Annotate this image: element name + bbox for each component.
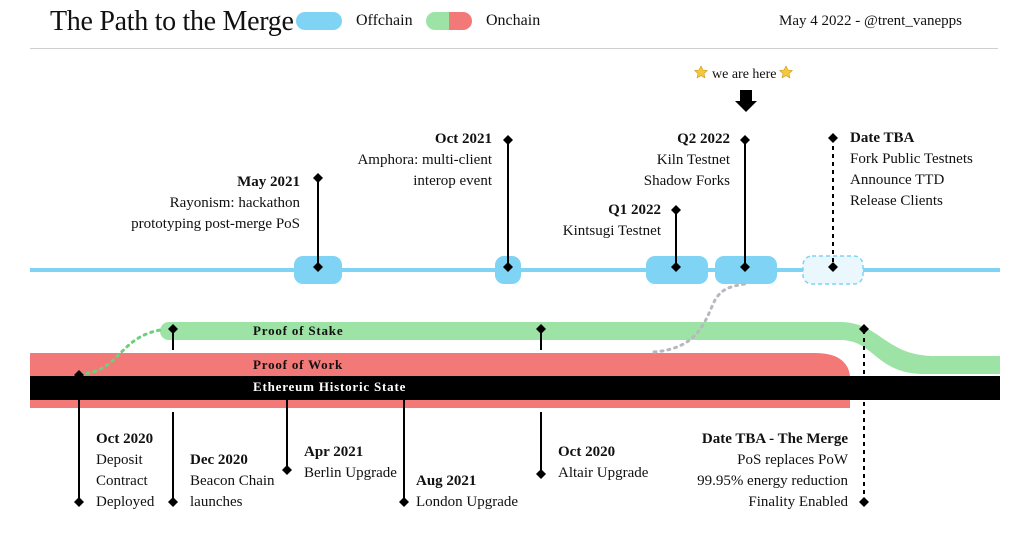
event-line: Finality Enabled [748, 494, 848, 510]
diamond-london-bottom [399, 497, 409, 507]
event-line: Contract [96, 473, 148, 489]
event-line: launches [190, 494, 243, 510]
diamond-deposit-bottom [74, 497, 84, 507]
diamond-altair-bottom [536, 469, 546, 479]
legend-offchain: Offchain [296, 12, 413, 30]
event-date: Oct 2020 [96, 431, 154, 447]
event-line: Deposit [96, 452, 143, 468]
event-date: Oct 2020 [558, 444, 616, 460]
event-line: London Upgrade [416, 494, 519, 510]
diamond-q1-2022-top [671, 205, 681, 215]
event-line: Kiln Testnet [656, 152, 730, 168]
event-line: Beacon Chain [190, 473, 275, 489]
we-are-here-label: we are here [712, 67, 777, 82]
event-date: Aug 2021 [416, 473, 477, 489]
event-altair-upgrade: Oct 2020 Altair Upgrade [558, 442, 648, 484]
event-q1-2022: Q1 2022 Kintsugi Testnet [563, 200, 661, 242]
event-the-merge: Date TBA - The Merge PoS replaces PoW 99… [697, 429, 848, 513]
event-london-upgrade: Aug 2021 London Upgrade [416, 471, 518, 513]
star-icon-right [779, 65, 793, 79]
star-icon-left [694, 65, 708, 79]
event-date: Q1 2022 [608, 202, 661, 218]
event-date: Date TBA [850, 130, 915, 146]
event-line: Shadow Forks [643, 173, 730, 189]
diamond-beacon-bottom [168, 497, 178, 507]
event-deposit-contract: Oct 2020 Deposit Contract Deployed [96, 429, 154, 513]
event-line: Amphora: multi-client [357, 152, 492, 168]
event-q2-2022: Q2 2022 Kiln Testnet Shadow Forks [644, 129, 730, 192]
diamond-merge-pos [859, 324, 869, 334]
event-line: Announce TTD [850, 172, 945, 188]
event-date: Oct 2021 [434, 131, 492, 147]
event-may-2021: May 2021 Rayonism: hackathon prototyping… [131, 172, 300, 235]
event-line: Rayonism: hackathon [169, 195, 300, 211]
event-line: Release Clients [850, 193, 943, 209]
legend-onchain: Onchain [426, 12, 540, 30]
diamond-q1-2022-base [671, 262, 681, 272]
proof-of-stake-bar [159, 321, 1000, 374]
event-line: Kintsugi Testnet [562, 223, 661, 239]
diamond-oct-2021-top [503, 135, 513, 145]
offchain-swatch [296, 12, 342, 30]
event-line: prototyping post-merge PoS [131, 216, 300, 232]
event-line: 99.95% energy reduction [697, 473, 848, 489]
event-date: Dec 2020 [190, 452, 248, 468]
event-date: Apr 2021 [304, 444, 364, 460]
event-line: Altair Upgrade [558, 465, 649, 481]
event-line: PoS replaces PoW [737, 452, 848, 468]
bar-label-pos: Proof of Stake [253, 323, 344, 338]
diamond-may-2021-base [313, 262, 323, 272]
event-berlin-upgrade: Apr 2021 Berlin Upgrade [304, 442, 397, 484]
diamond-oct-2021-base [503, 262, 513, 272]
diamond-beacon-pos [168, 324, 178, 334]
event-date: Q2 2022 [677, 131, 730, 147]
event-date: May 2021 [237, 174, 300, 190]
diamond-may-2021-top [313, 173, 323, 183]
diamond-q2-2022-base [740, 262, 750, 272]
event-line: Berlin Upgrade [304, 465, 397, 481]
diamond-q2-2022-top [740, 135, 750, 145]
onchain-swatch [426, 12, 472, 30]
diamond-altair-pos [536, 324, 546, 334]
diamond-merge-bottom [859, 497, 869, 507]
legend-onchain-label: Onchain [486, 12, 541, 29]
event-line: interop event [413, 173, 492, 189]
event-line: Fork Public Testnets [850, 151, 973, 167]
event-beacon-chain: Dec 2020 Beacon Chain launches [190, 450, 275, 513]
page-title: The Path to the Merge [50, 6, 294, 37]
event-line: Deployed [96, 494, 155, 510]
bar-label-pow: Proof of Work [253, 357, 344, 372]
header-divider [30, 48, 998, 49]
event-oct-2021: Oct 2021 Amphora: multi-client interop e… [357, 129, 492, 192]
event-date-tba: Date TBA Fork Public Testnets Announce T… [850, 128, 973, 212]
historic-state-bar [30, 376, 1000, 400]
pos-dotted-connector [78, 328, 162, 376]
diamond-tba-top [828, 133, 838, 143]
we-are-here-arrow [735, 90, 757, 112]
event-date: Date TBA - The Merge [701, 431, 848, 447]
diamond-berlin-bottom [282, 465, 292, 475]
author-date: May 4 2022 - @trent_vanepps [779, 13, 962, 29]
diamond-tba-base [828, 262, 838, 272]
bar-label-historic: Ethereum Historic State [253, 379, 407, 394]
diamond-deposit-top [74, 370, 84, 380]
kiln-dotted-connector [652, 282, 747, 354]
legend-offchain-label: Offchain [356, 12, 413, 29]
